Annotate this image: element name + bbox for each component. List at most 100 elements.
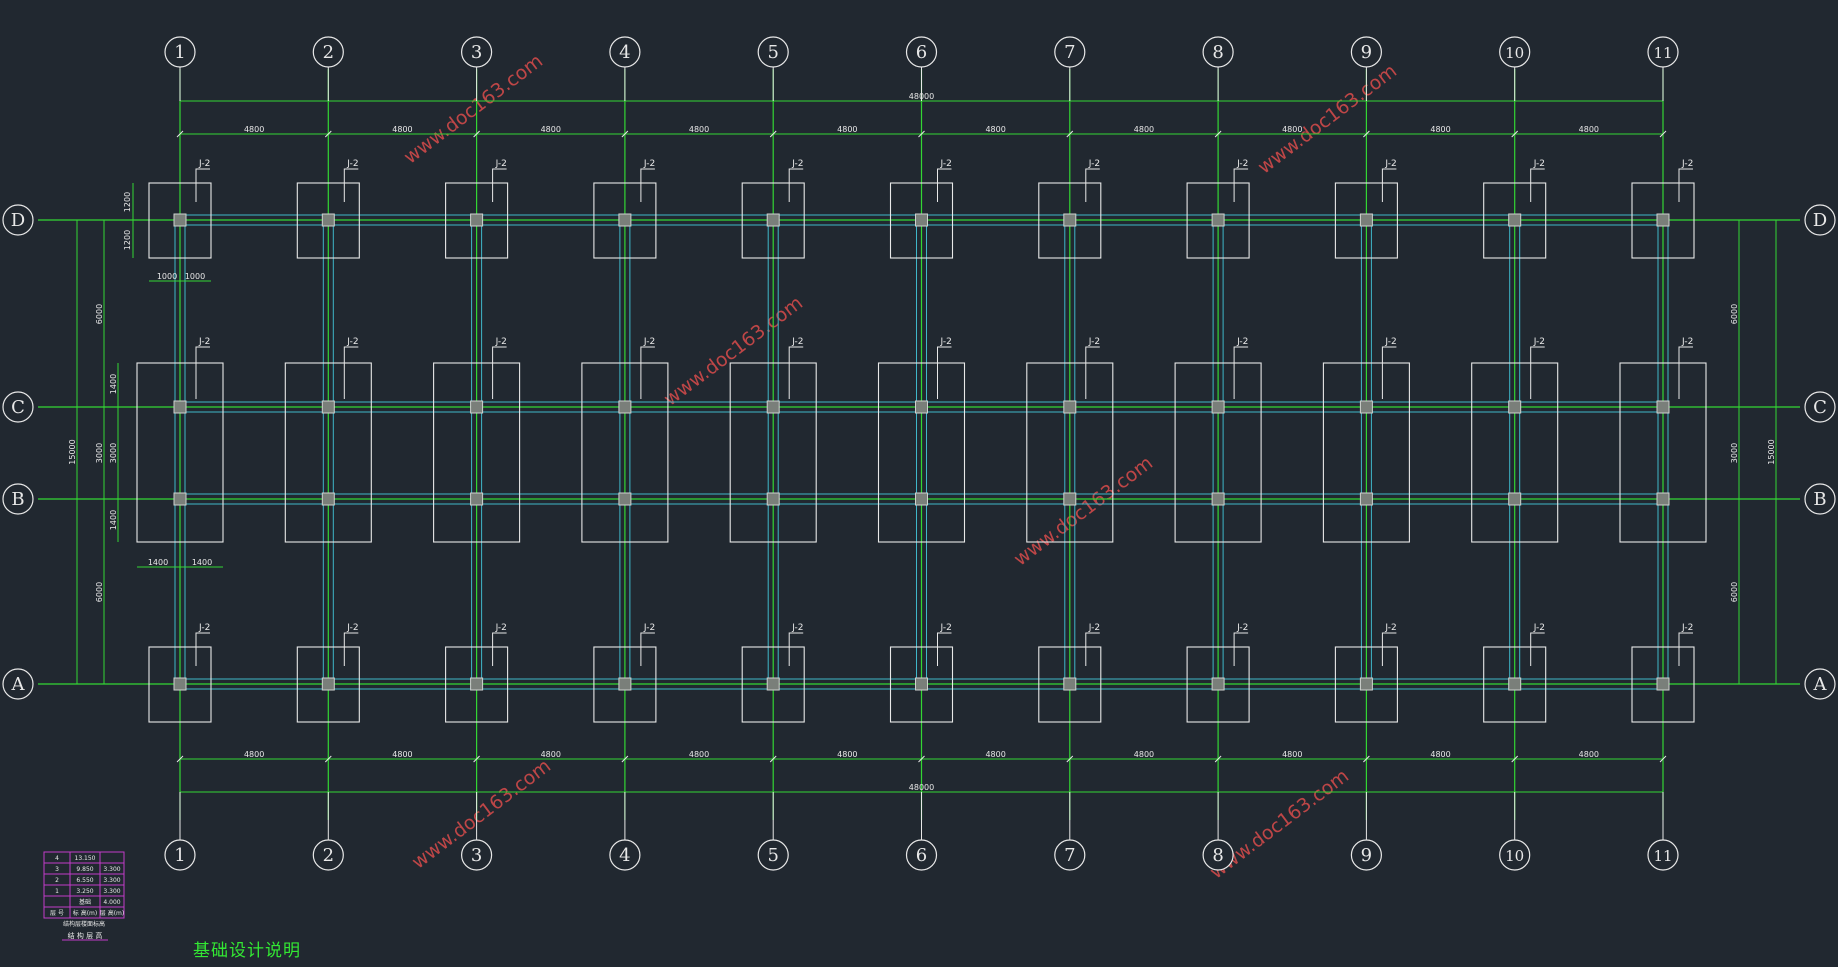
footing-A-11-label: J-2	[1681, 623, 1693, 633]
footing-CB-5-leader	[788, 346, 804, 399]
watermark-2: www.doc163.com	[660, 292, 807, 411]
column-D-1	[173, 213, 187, 227]
axis-bubble-top-6-text: 6	[916, 42, 927, 63]
footing-D-1	[148, 182, 212, 259]
footing-D-11	[1631, 182, 1695, 259]
table-title: 结构层楼面标高	[63, 920, 105, 928]
dim-top-bay-text-2: 4800	[541, 125, 561, 134]
dim-bottom-bay-text-9: 4800	[1579, 750, 1599, 759]
axis-bubble-bottom-5-circle	[757, 839, 789, 871]
axis-bubble-bottom-2-circle	[312, 839, 344, 871]
axis-bubble-left-B-text: B	[11, 489, 24, 510]
footing-CB-1	[136, 362, 224, 543]
axis-bubble-bottom-11-circle	[1647, 839, 1679, 871]
column-D-5	[766, 213, 780, 227]
footing-D-8-leader	[1233, 168, 1249, 202]
dim-right-span-bot-text: 6000	[1730, 582, 1739, 602]
footing-CB-4-leader	[640, 346, 655, 399]
axis-bubble-bottom-7-text: 7	[1064, 845, 1075, 866]
footing-CB-10-label: J-2	[1533, 337, 1545, 347]
footing-D-8	[1186, 182, 1250, 259]
dim-center-footing-bot-text: 1400	[109, 510, 118, 530]
table-text-2-0: 2	[55, 877, 59, 884]
axis-bubble-left-B-circle	[2, 483, 34, 515]
footing-A-2-leader	[343, 632, 359, 666]
axis-bubble-right-D-text: D	[1813, 210, 1827, 231]
axis-bubble-bottom-6-text: 6	[916, 845, 927, 866]
footing-CB-1-leader	[195, 346, 210, 399]
footing-A-10-label: J-2	[1533, 623, 1545, 633]
footing-D-2-leader	[343, 168, 359, 202]
footing-D-3-label: J-2	[495, 159, 507, 169]
table-text-2-2: 3.300	[103, 877, 120, 884]
footing-A-5	[741, 646, 805, 723]
dim-top-bay-text-8: 4800	[1430, 125, 1450, 134]
dim-bottom-tick-5	[918, 755, 925, 763]
footing-A-8-leader	[1233, 632, 1249, 666]
column-A-4	[618, 677, 632, 691]
footing-D-9	[1334, 182, 1398, 259]
footing-CB-6-leader	[937, 346, 952, 399]
dim-bottom-bay-text-2: 4800	[541, 750, 561, 759]
dim-edge-footing-width-left: 1000	[157, 272, 177, 281]
axis-bubble-left-C-text: C	[11, 397, 25, 418]
footing-D-3	[445, 182, 509, 259]
dim-top-bay-text-6: 4800	[1134, 125, 1154, 134]
column-B-1	[173, 492, 187, 506]
footing-D-9-label: J-2	[1384, 159, 1396, 169]
footing-D-1-label: J-2	[198, 159, 210, 169]
dim-top-bay-text-1: 4800	[392, 125, 412, 134]
footing-CB-6-label: J-2	[940, 337, 952, 347]
footing-D-10-label: J-2	[1533, 159, 1545, 169]
dim-bottom-bay-text-6: 4800	[1134, 750, 1154, 759]
footing-CB-3-label: J-2	[495, 337, 507, 347]
column-A-6	[915, 677, 928, 691]
axis-bubble-top-11-text: 11	[1653, 44, 1672, 62]
footing-A-4-leader	[640, 632, 655, 666]
footing-D-9-leader	[1381, 168, 1397, 202]
axis-bubble-bottom-8-circle	[1202, 839, 1234, 871]
column-C-3	[470, 400, 484, 414]
table-text-3-2: 3.300	[103, 888, 120, 895]
axis-bubble-top-8-circle	[1202, 36, 1234, 68]
axis-bubble-bottom-2-text: 2	[323, 845, 334, 866]
column-C-9	[1359, 400, 1373, 414]
footing-A-7	[1038, 646, 1102, 723]
footing-D-7	[1038, 182, 1102, 259]
footing-A-11-leader	[1678, 632, 1693, 666]
axis-bubble-bottom-9-text: 9	[1361, 845, 1372, 866]
column-C-10	[1508, 400, 1522, 414]
footing-D-10	[1483, 182, 1547, 259]
dim-center-footing-top-text: 1400	[109, 374, 118, 394]
axis-bubble-top-10-text: 10	[1505, 44, 1524, 62]
watermark-0: www.doc163.com	[400, 50, 547, 169]
table-text-3-1: 3.250	[76, 888, 93, 895]
column-A-9	[1359, 677, 1373, 691]
axis-bubble-left-D-text: D	[11, 210, 25, 231]
axis-bubble-top-6-circle	[905, 36, 938, 68]
table-text-3-0: 1	[55, 888, 59, 895]
footing-A-5-label: J-2	[791, 623, 803, 633]
axis-bubble-top-7-text: 7	[1064, 42, 1075, 63]
footing-CB-7-label: J-2	[1088, 337, 1100, 347]
footing-A-7-label: J-2	[1088, 623, 1100, 633]
footing-D-2-label: J-2	[346, 159, 358, 169]
axis-bubble-left-D-circle	[2, 204, 34, 236]
footing-D-7-label: J-2	[1088, 159, 1100, 169]
footing-CB-2	[284, 362, 372, 543]
dim-top-bay-text-4: 4800	[837, 125, 857, 134]
axis-bubble-top-7-circle	[1054, 36, 1086, 68]
dim-bottom-bay-text-3: 4800	[689, 750, 709, 759]
dim-top-tick-3	[621, 130, 629, 138]
footing-A-1-leader	[195, 632, 210, 666]
axis-bubble-bottom-5-text: 5	[767, 845, 778, 866]
watermark-3: www.doc163.com	[1010, 452, 1157, 571]
footing-D-1-leader	[195, 168, 210, 202]
dim-top-bay-text-3: 4800	[689, 125, 709, 134]
footing-A-6-leader	[937, 632, 952, 666]
axis-bubble-bottom-4-circle	[609, 839, 641, 871]
axis-bubble-right-D-circle	[1804, 204, 1836, 236]
